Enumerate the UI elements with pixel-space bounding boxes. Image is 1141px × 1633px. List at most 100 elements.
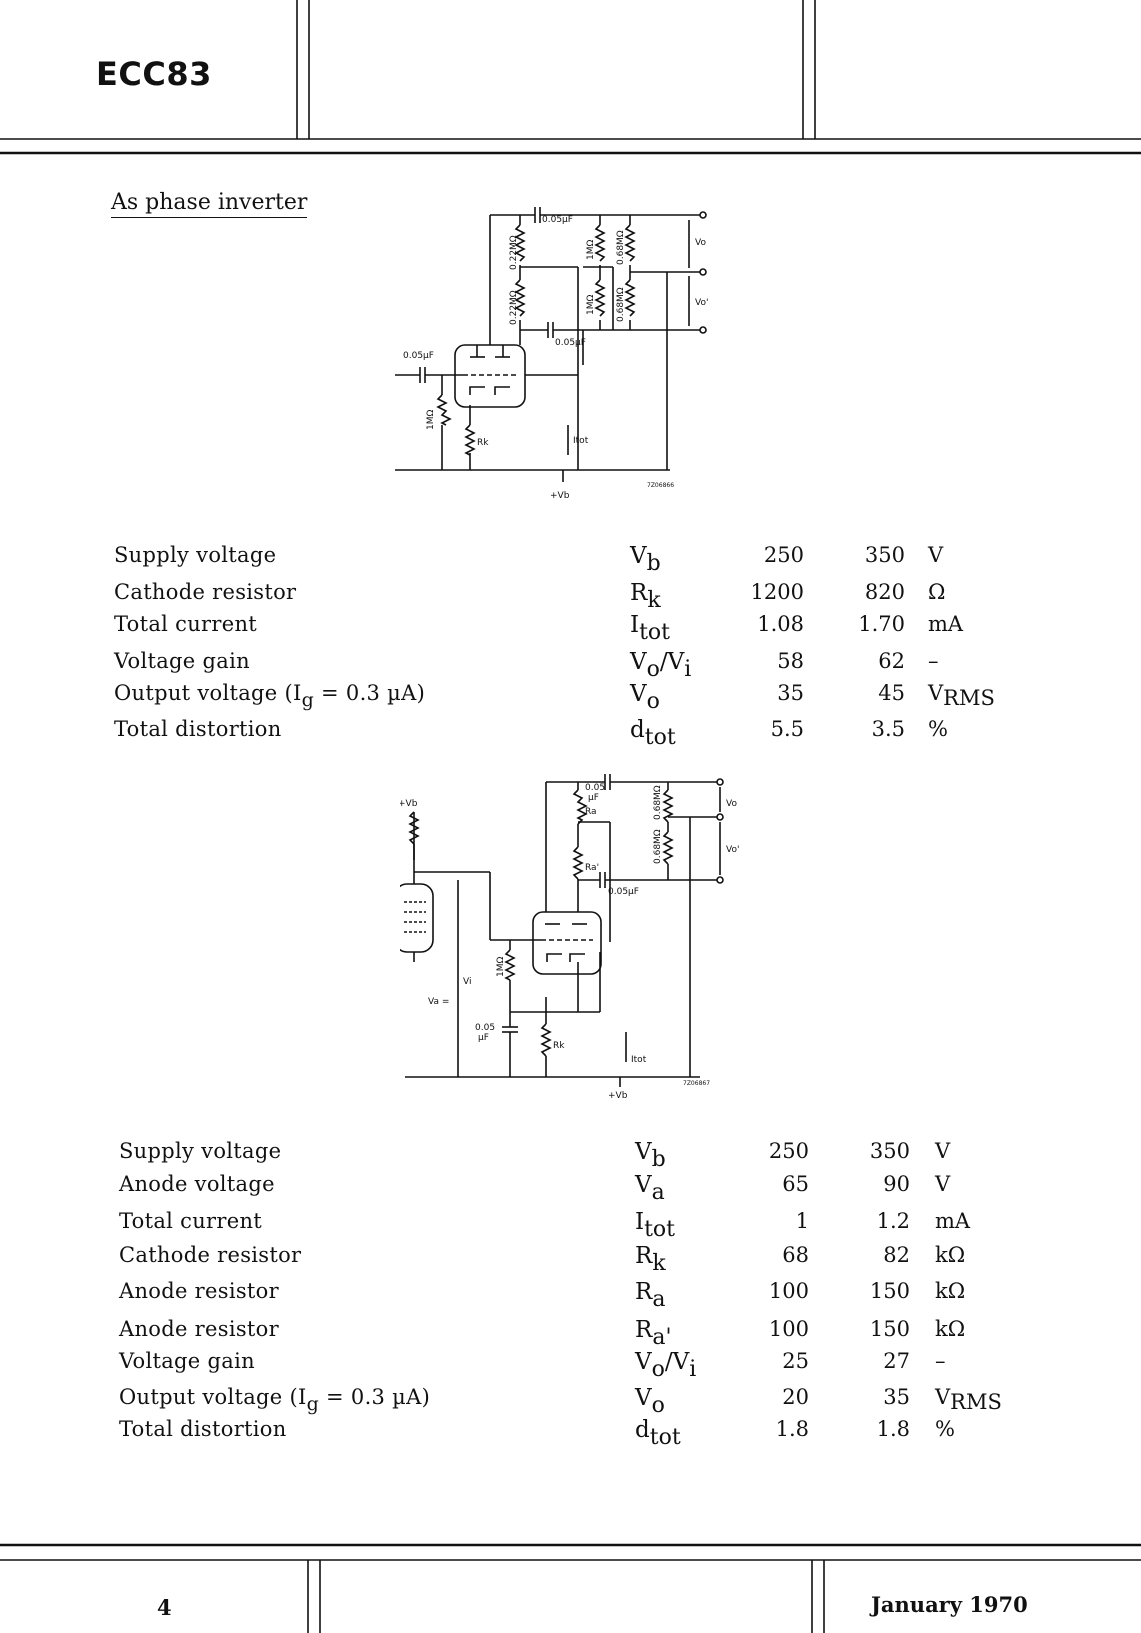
label-rk: Rk <box>553 1041 565 1051</box>
parameter-symbol: Va <box>635 1172 665 1205</box>
unit: V <box>935 1172 951 1196</box>
label-r-in: 1MΩ <box>426 410 436 430</box>
label-c-in: 0.05µF <box>403 351 434 361</box>
value-min: 1.08 <box>757 612 804 636</box>
value-min: 250 <box>763 543 804 567</box>
parameter-label: Voltage gain <box>114 649 250 673</box>
parameter-label: Supply voltage <box>114 543 277 567</box>
value-max: 350 <box>864 543 905 567</box>
parameter-label: Anode voltage <box>119 1172 275 1196</box>
parameter-label: Voltage gain <box>119 1349 255 1373</box>
unit: V <box>928 543 944 567</box>
label-code: 7Z06867 <box>683 1080 710 1087</box>
value-max: 45 <box>878 681 905 705</box>
label-r-g: 1MΩ <box>496 957 506 977</box>
unit: kΩ <box>935 1279 966 1303</box>
value-max: 90 <box>883 1172 910 1196</box>
value-min: 35 <box>777 681 804 705</box>
value-min: 250 <box>768 1139 809 1163</box>
value-max: 1.70 <box>858 612 905 636</box>
label-r5: 0.68MΩ <box>653 785 663 820</box>
label-r6: 0.68MΩ <box>653 829 663 864</box>
value-min: 25 <box>782 1349 809 1373</box>
parameter-row: Anode resistor Ra' 100 150 kΩ <box>0 1317 1141 1350</box>
parameter-symbol: Vo <box>630 681 660 714</box>
unit: kΩ <box>935 1317 966 1341</box>
label-ra: Ra <box>585 807 597 817</box>
parameter-symbol: Ra' <box>635 1317 672 1350</box>
unit: Ω <box>928 580 946 604</box>
value-max: 35 <box>883 1385 910 1409</box>
value-min: 5.5 <box>770 717 804 741</box>
unit: VRMS <box>935 1385 1002 1414</box>
label-vb-top: +Vb <box>400 799 418 809</box>
label-code: 7Z06866 <box>647 482 674 489</box>
parameter-row: Voltage gain Vo/Vi 58 62– <box>0 649 1141 682</box>
label-c-mid: 0.05µF <box>608 887 639 897</box>
parameter-symbol: dtot <box>630 717 676 750</box>
value-max: 1.2 <box>876 1209 910 1233</box>
label-c-top: 0.05 <box>585 783 605 793</box>
parameter-symbol: Vo <box>635 1385 665 1418</box>
value-max: 1.8 <box>876 1417 910 1441</box>
value-min: 68 <box>782 1243 809 1267</box>
footer-date: January 1970 <box>871 1592 1028 1617</box>
value-max: 82 <box>883 1243 910 1267</box>
label-itot: Itot <box>573 436 589 446</box>
parameter-label: Anode resistor <box>119 1317 279 1341</box>
value-min: 1200 <box>750 580 804 604</box>
parameter-symbol: Ra <box>635 1279 666 1312</box>
label-va: Va = <box>428 997 449 1007</box>
parameter-label: Cathode resistor <box>114 580 297 604</box>
unit: % <box>928 717 948 741</box>
label-vb: +Vb <box>608 1091 628 1101</box>
parameter-label: Supply voltage <box>119 1139 282 1163</box>
label-rk: Rk <box>477 438 489 448</box>
label-itot: Itot <box>631 1055 647 1065</box>
parameter-row: Cathode resistor Rk 68 82 kΩ <box>0 1243 1141 1276</box>
value-max: 150 <box>869 1317 910 1341</box>
unit: kΩ <box>935 1243 966 1267</box>
value-max: 3.5 <box>871 717 905 741</box>
label-r6: 0.68MΩ <box>616 287 626 322</box>
value-min: 1 <box>795 1209 809 1233</box>
value-min: 58 <box>777 649 804 673</box>
parameter-label: Output voltage (Ig = 0.3 µA) <box>114 681 426 711</box>
parameter-symbol: Vb <box>630 543 661 576</box>
parameter-label: Anode resistor <box>119 1279 279 1303</box>
section-title-phase-inverter: As phase inverter <box>111 190 308 218</box>
value-max: 27 <box>883 1349 910 1373</box>
unit: % <box>935 1417 955 1441</box>
label-c-bot: 0.05 <box>475 1023 495 1033</box>
parameter-row: Anode voltage Va 65 90 V <box>0 1172 1141 1205</box>
value-min: 100 <box>768 1317 809 1341</box>
value-max: 820 <box>864 580 905 604</box>
label-c-bot-unit: µF <box>478 1033 489 1043</box>
value-max: 62 <box>878 649 905 673</box>
parameter-symbol: Vo/Vi <box>630 649 692 682</box>
label-r3: 1MΩ <box>586 240 596 260</box>
label-r1: 0.22MΩ <box>509 235 519 270</box>
parameter-label: Total current <box>119 1209 263 1233</box>
unit: – <box>928 649 939 673</box>
label-c-top: 0.05µF <box>542 215 573 225</box>
parameter-symbol: Rk <box>635 1243 666 1276</box>
parameter-label: Cathode resistor <box>119 1243 302 1267</box>
parameter-row: Supply voltage Vb 250 350 V <box>0 543 1141 576</box>
label-vb: +Vb <box>550 491 570 501</box>
value-min: 65 <box>782 1172 809 1196</box>
unit: – <box>935 1349 946 1373</box>
label-ra2: Ra' <box>585 863 599 873</box>
value-min: 100 <box>768 1279 809 1303</box>
value-min: 1.8 <box>775 1417 809 1441</box>
unit: mA <box>928 612 964 636</box>
value-min: 20 <box>782 1385 809 1409</box>
